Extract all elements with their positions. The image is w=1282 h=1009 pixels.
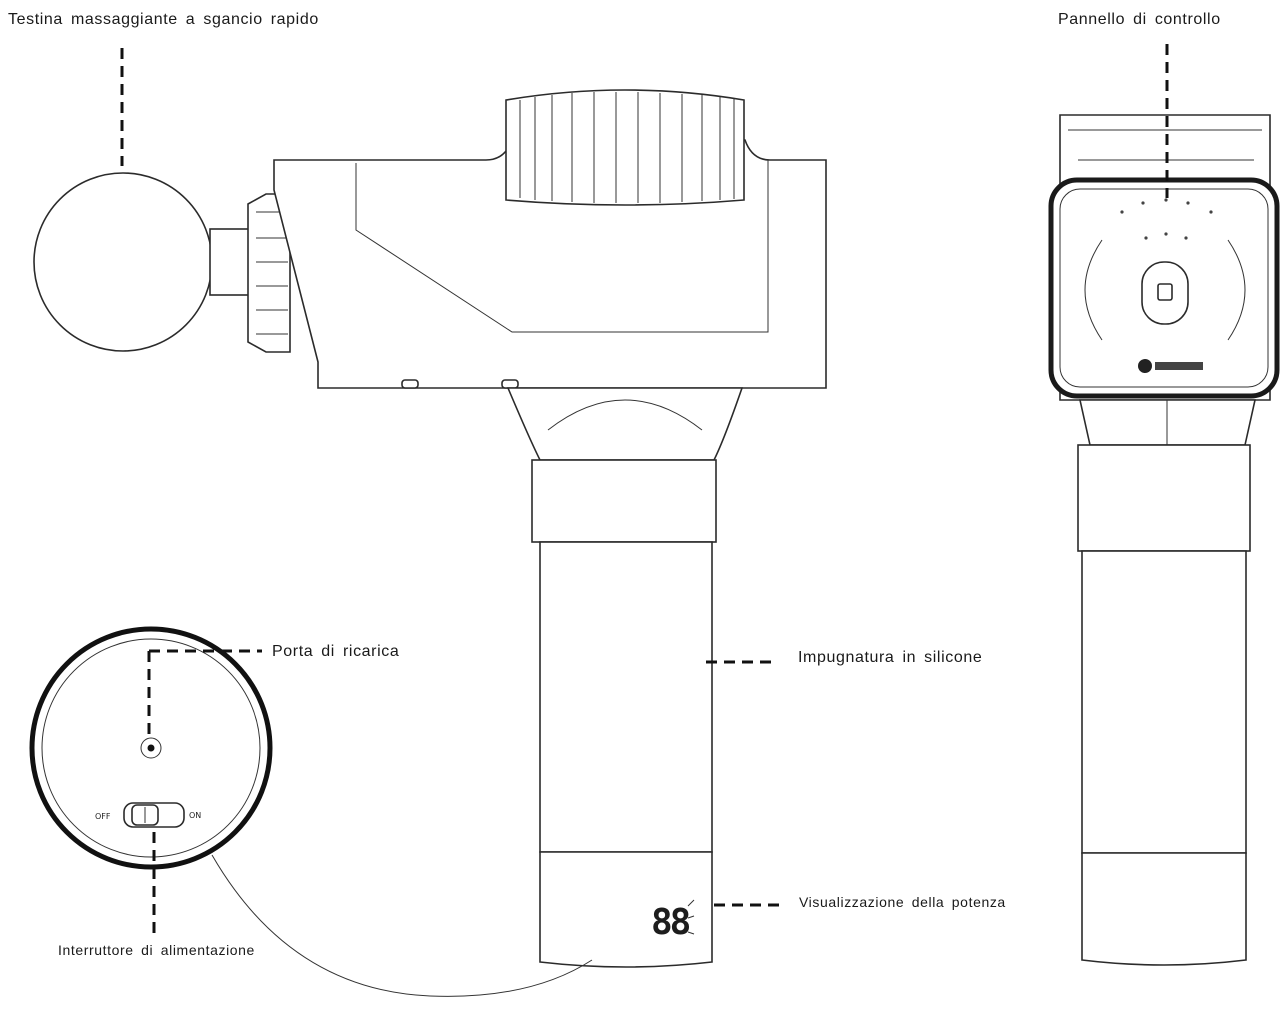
collar-ridges bbox=[256, 211, 288, 335]
top-ridged-cap bbox=[505, 89, 745, 206]
body-bottom-nub-2 bbox=[501, 379, 519, 389]
label-silicone-grip: Impugnatura in silicone bbox=[798, 649, 983, 666]
handle-upper-band bbox=[531, 459, 717, 543]
panel-indicators bbox=[1120, 198, 1213, 240]
side-view: 88 bbox=[33, 89, 827, 968]
body-side-panel bbox=[355, 160, 769, 333]
brand-logo bbox=[1138, 359, 1203, 373]
head-neck bbox=[209, 228, 251, 296]
label-charging-port: Porta di ricarica bbox=[272, 643, 400, 660]
switch-on-label: ON bbox=[189, 811, 201, 820]
handle-collar bbox=[506, 387, 744, 461]
head-collar bbox=[247, 193, 291, 353]
massage-ball bbox=[33, 172, 213, 352]
inset-connector-curve bbox=[211, 854, 593, 997]
charging-port bbox=[140, 737, 162, 759]
handle-collar-curve bbox=[547, 399, 703, 431]
handle-base-inset: OFF ON bbox=[29, 626, 593, 997]
leader-lines bbox=[120, 44, 1169, 936]
panel-arc-right bbox=[1227, 239, 1246, 341]
switch-off-label: OFF bbox=[95, 812, 111, 821]
label-massage-head: Testina massaggiante a sgancio rapido bbox=[8, 11, 319, 28]
silicone-grip bbox=[539, 541, 713, 853]
body-bottom-nub-1 bbox=[401, 379, 419, 389]
label-control-panel: Pannello di controllo bbox=[1058, 11, 1221, 28]
panel-arc-left bbox=[1084, 239, 1103, 341]
top-ridges bbox=[519, 92, 735, 203]
power-display-digits: 88 bbox=[651, 902, 690, 943]
rear-handle-grip bbox=[1081, 550, 1247, 854]
rear-handle-band bbox=[1077, 444, 1251, 552]
rear-handle-bottom bbox=[1081, 852, 1247, 966]
rear-view bbox=[1048, 114, 1280, 966]
panel-power-button bbox=[1141, 261, 1189, 325]
power-display: 88 bbox=[651, 899, 695, 943]
label-power-display: Visualizzazione della potenza bbox=[799, 894, 1006, 910]
label-power-switch: Interruttore di alimentazione bbox=[58, 942, 255, 958]
handle-bottom bbox=[539, 851, 713, 968]
